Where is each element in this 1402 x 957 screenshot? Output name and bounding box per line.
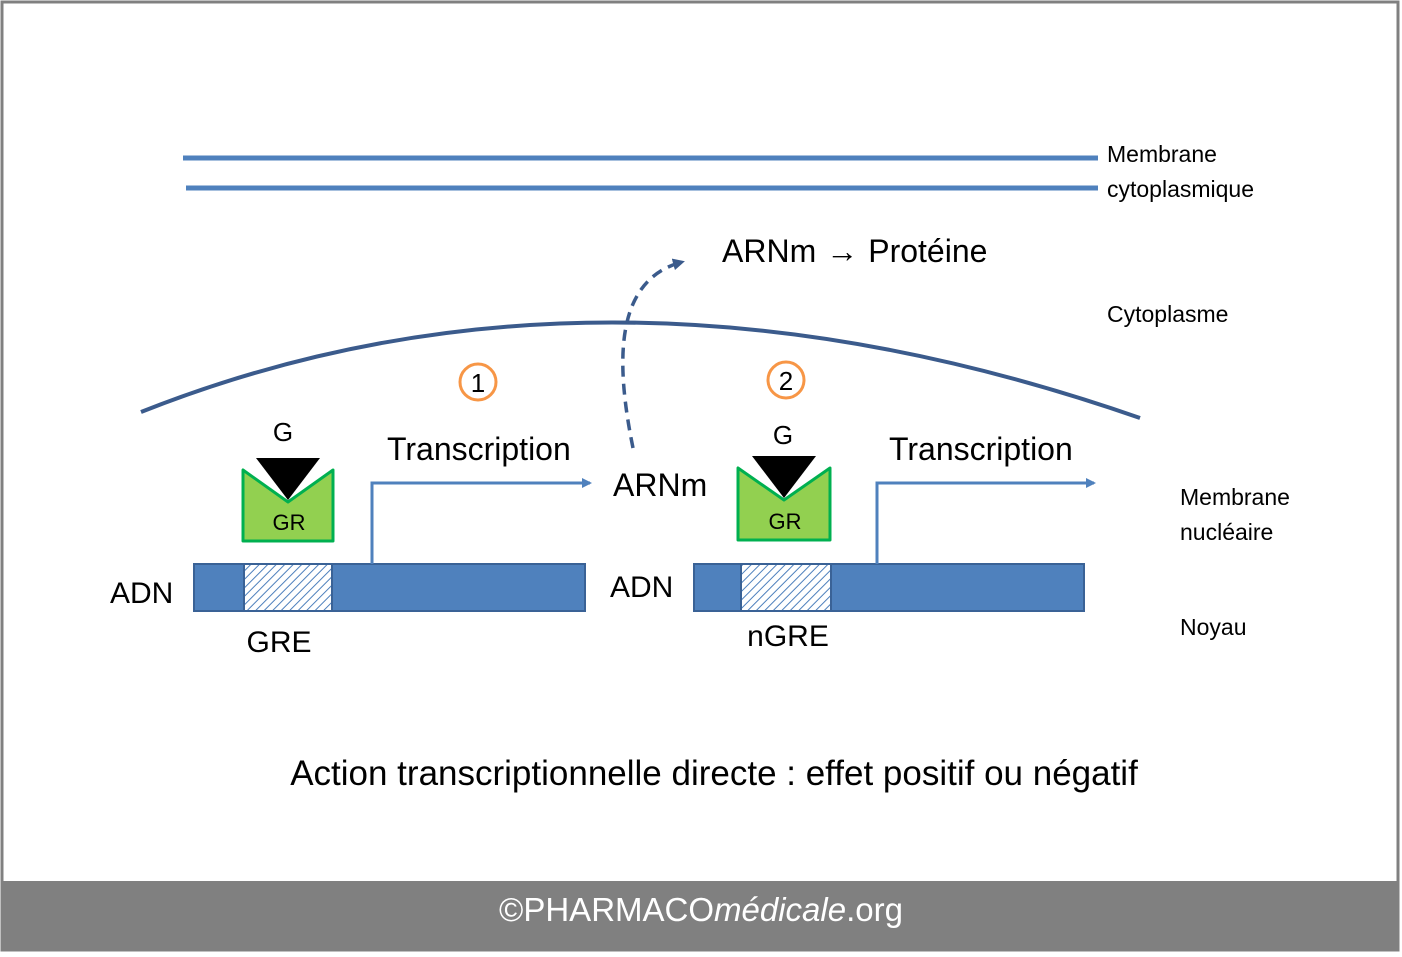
cytoplasmic-membrane — [183, 155, 1098, 191]
dna-label: ADN — [610, 571, 673, 604]
response-element-label: GRE — [246, 626, 311, 659]
membrane-cyto-label-1: Membrane — [1107, 141, 1217, 167]
ligand-label: G — [773, 420, 793, 450]
step-number-circle — [458, 362, 498, 402]
footer-brand: ©PHARMACOmédicale.org — [499, 891, 903, 928]
ligand-triangle — [752, 456, 816, 498]
step-number: 1 — [471, 368, 485, 398]
transcription-label: Transcription — [889, 431, 1073, 467]
step-number: 2 — [779, 366, 793, 396]
response-element-label: nGRE — [747, 620, 829, 653]
response-element-box — [740, 563, 832, 612]
panel-2: 2 G GR ADN nGRE Transcription — [610, 360, 1096, 653]
receptor-label: GR — [769, 509, 802, 534]
membrane-cyto-label-2: cytoplasmique — [1107, 176, 1254, 202]
receptor-label: GR — [273, 510, 306, 535]
transcription-arrow — [370, 478, 592, 564]
arnm-label: ARNm — [613, 467, 707, 503]
transcription-label: Transcription — [387, 431, 571, 467]
mrna-export-arrow — [621, 258, 685, 449]
dna-label: ADN — [110, 577, 173, 610]
response-element-box — [243, 563, 333, 612]
step-number-circle — [766, 360, 806, 400]
nuclear-membrane-curve — [140, 320, 1141, 420]
diagram-caption: Action transcriptionnelle directe : effe… — [290, 754, 1138, 793]
membrane-nuc-label-2: nucléaire — [1180, 519, 1273, 545]
ligand-triangle — [256, 458, 320, 500]
mrna-protein-label: ARNm→Protéine — [722, 233, 987, 269]
membrane-nuc-label-1: Membrane — [1180, 484, 1290, 510]
noyau-label: Noyau — [1180, 614, 1246, 640]
receptor-shape — [736, 466, 832, 542]
receptor-shape — [241, 468, 335, 543]
footer-bar — [3, 881, 1399, 949]
cytoplasme-label: Cytoplasme — [1107, 301, 1228, 327]
ligand-label: G — [273, 417, 293, 447]
transcription-arrow — [875, 478, 1096, 564]
panel-1: 1 G GR ADN GRE Transcription — [110, 362, 592, 659]
